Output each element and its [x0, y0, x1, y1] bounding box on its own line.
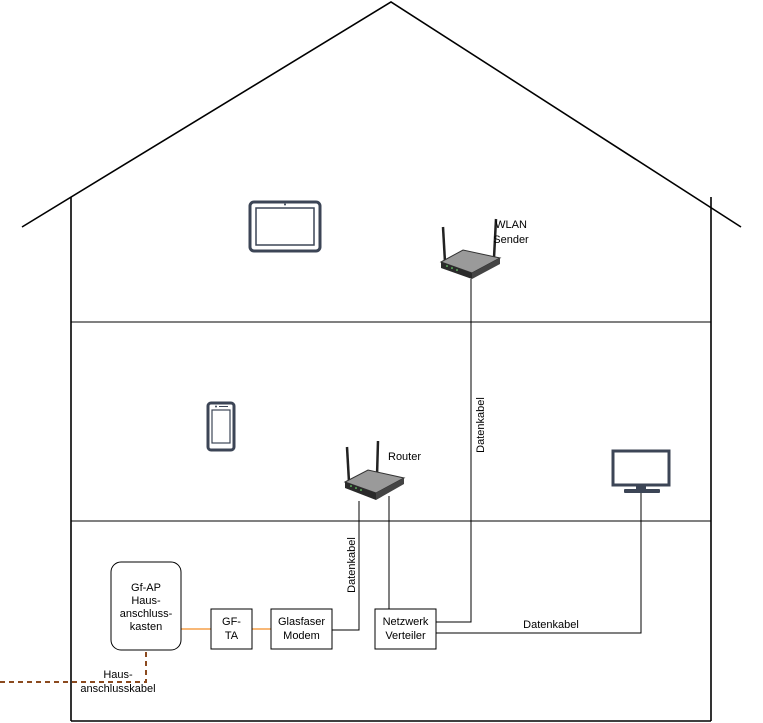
cable-verteiler-to-tv	[436, 493, 642, 634]
wlan-label-2: Sender	[493, 234, 529, 246]
modem-box: Glasfaser Modem	[270, 608, 333, 650]
house-outline	[21, 1, 742, 722]
wlan-label-1: WLAN	[495, 219, 527, 231]
hak-label-1: Gf-AP	[131, 582, 161, 594]
cable-label-vertical-right: Datenkabel	[475, 397, 487, 453]
tv-monitor-icon	[611, 449, 671, 493]
cable-verteiler-to-wlan	[436, 279, 472, 623]
hauskabel-label-1: Haus-	[103, 669, 133, 681]
hak-label-4: kasten	[130, 621, 162, 633]
house-connection-cable	[0, 650, 147, 683]
wlan-access-point-icon	[439, 218, 502, 279]
hak-label-3: anschluss-	[120, 608, 173, 620]
roof	[21, 1, 742, 228]
router-icon	[343, 440, 406, 500]
cable-modem-to-router	[332, 501, 360, 631]
cable-label-horizontal: Datenkabel	[523, 619, 579, 631]
hauskabel-label-2: anschlusskabel	[80, 683, 155, 695]
cable-label-vertical-mid: Datenkabel	[346, 537, 358, 593]
verteiler-label-2: Verteiler	[385, 630, 426, 642]
hak-box: Gf-AP Haus- anschluss- kasten	[110, 561, 182, 651]
modem-label-2: Modem	[283, 630, 320, 642]
gfta-box: GF- TA	[210, 608, 253, 650]
router-label: Router	[388, 451, 421, 463]
modem-label-1: Glasfaser	[278, 616, 325, 628]
gfta-label-2: TA	[225, 630, 239, 642]
data-cables	[332, 279, 642, 634]
smartphone-icon	[206, 401, 236, 452]
gfta-label-1: GF-	[222, 616, 241, 628]
tablet-icon	[248, 200, 322, 253]
hak-label-2: Haus-	[131, 595, 161, 607]
verteiler-label-1: Netzwerk	[383, 616, 429, 628]
verteiler-box: Netzwerk Verteiler	[374, 608, 437, 650]
